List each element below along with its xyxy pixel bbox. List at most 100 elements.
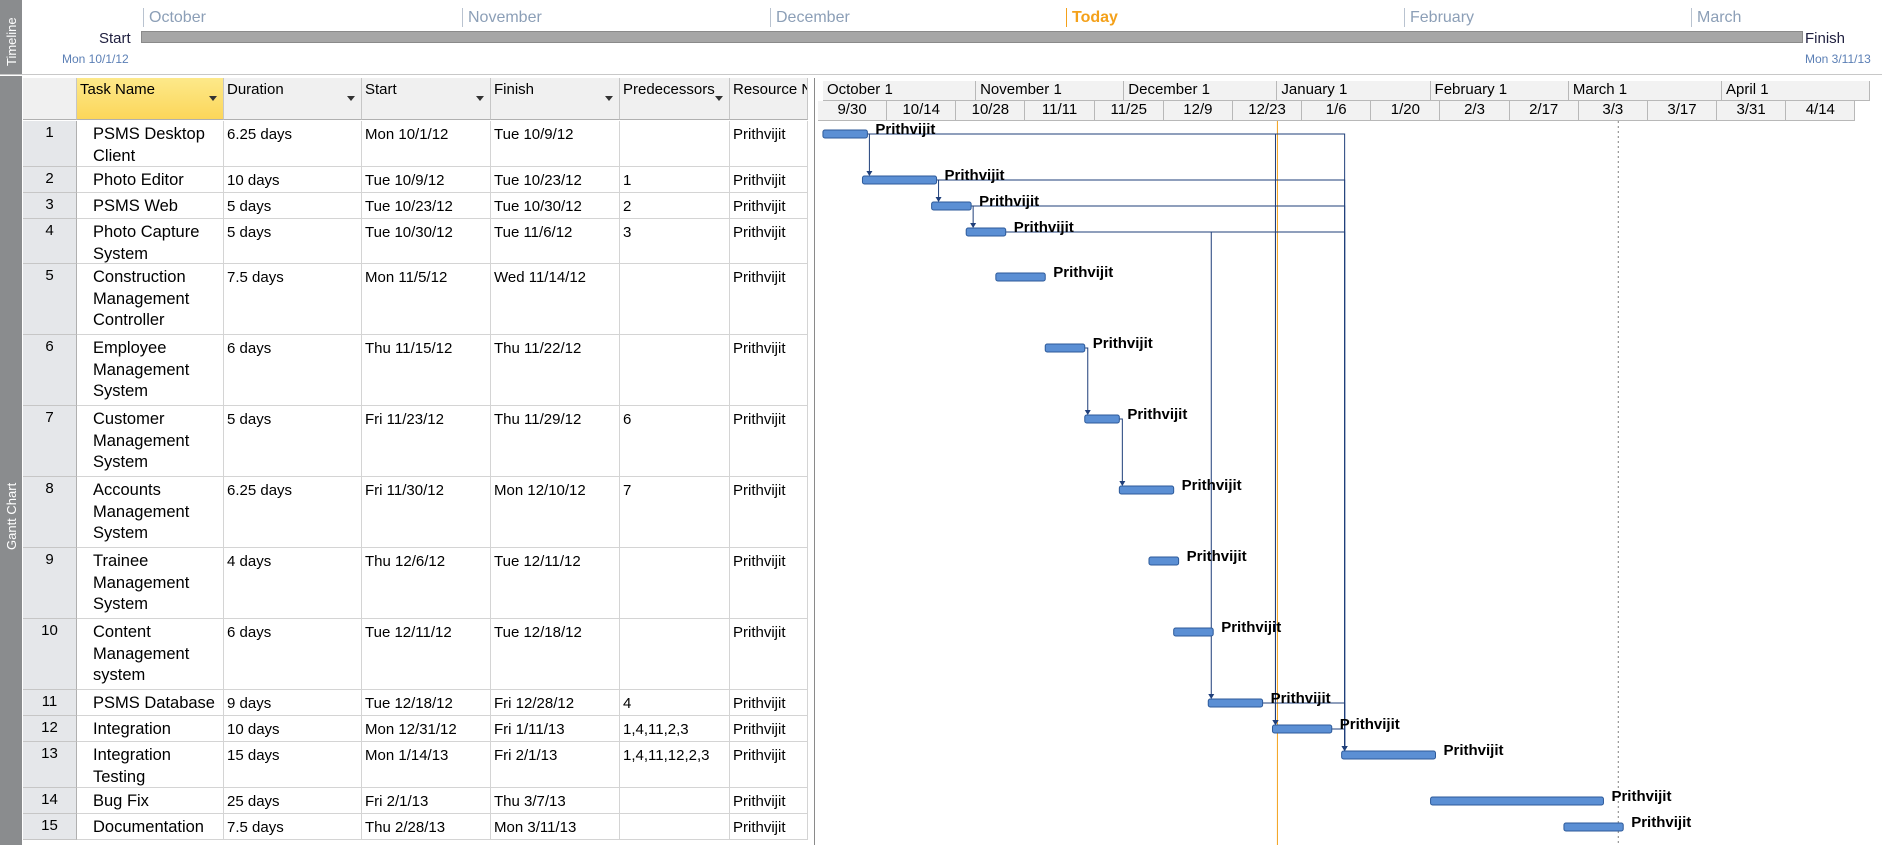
predecessors-cell[interactable]: 2 — [620, 193, 730, 219]
resource-cell[interactable]: Prithvijit — [730, 716, 808, 742]
task-bar[interactable] — [1118, 485, 1175, 495]
start-cell[interactable]: Tue 10/23/12 — [362, 193, 491, 219]
duration-cell[interactable]: 25 days — [224, 788, 362, 814]
finish-cell[interactable]: Tue 12/18/12 — [491, 619, 620, 690]
resource-cell[interactable]: Prithvijit — [730, 548, 808, 619]
column-header-predecessors[interactable]: Predecessors — [620, 78, 730, 120]
predecessors-cell[interactable] — [620, 264, 730, 335]
task-name-cell[interactable]: PSMS Desktop Client — [77, 121, 224, 167]
task-bar[interactable] — [1430, 796, 1604, 806]
row-number[interactable]: 15 — [23, 814, 77, 840]
row-number[interactable]: 6 — [23, 335, 77, 406]
resource-cell[interactable]: Prithvijit — [730, 193, 808, 219]
resource-cell[interactable]: Prithvijit — [730, 742, 808, 788]
task-bar[interactable] — [1341, 750, 1437, 760]
column-header-task-name[interactable]: Task Name — [77, 78, 224, 120]
duration-cell[interactable]: 4 days — [224, 548, 362, 619]
predecessors-cell[interactable] — [620, 335, 730, 406]
start-cell[interactable]: Fri 11/23/12 — [362, 406, 491, 477]
task-bar[interactable] — [861, 175, 938, 185]
finish-cell[interactable]: Wed 11/14/12 — [491, 264, 620, 335]
row-number[interactable]: 1 — [23, 121, 77, 167]
finish-cell[interactable]: Thu 11/29/12 — [491, 406, 620, 477]
task-bar[interactable] — [1207, 698, 1264, 708]
task-bar[interactable] — [965, 227, 1007, 237]
start-cell[interactable]: Tue 12/18/12 — [362, 690, 491, 716]
row-number[interactable]: 2 — [23, 167, 77, 193]
predecessors-cell[interactable]: 3 — [620, 219, 730, 264]
predecessors-cell[interactable]: 1,4,11,12,2,3 — [620, 742, 730, 788]
finish-cell[interactable]: Mon 3/11/13 — [491, 814, 620, 840]
task-bar[interactable] — [1173, 627, 1214, 637]
start-cell[interactable]: Fri 2/1/13 — [362, 788, 491, 814]
row-number[interactable]: 7 — [23, 406, 77, 477]
finish-cell[interactable]: Thu 11/22/12 — [491, 335, 620, 406]
start-cell[interactable]: Tue 12/11/12 — [362, 619, 491, 690]
column-header-duration[interactable]: Duration — [224, 78, 362, 120]
start-cell[interactable]: Thu 12/6/12 — [362, 548, 491, 619]
start-cell[interactable]: Mon 12/31/12 — [362, 716, 491, 742]
predecessors-cell[interactable] — [620, 121, 730, 167]
dropdown-arrow-icon[interactable] — [605, 96, 613, 101]
task-name-cell[interactable]: Customer Management System — [77, 406, 224, 477]
task-name-cell[interactable]: Trainee Management System — [77, 548, 224, 619]
resource-cell[interactable]: Prithvijit — [730, 406, 808, 477]
resource-cell[interactable]: Prithvijit — [730, 121, 808, 167]
task-bar[interactable] — [1084, 414, 1120, 424]
task-name-cell[interactable]: Bug Fix — [77, 788, 224, 814]
task-bar[interactable] — [995, 272, 1046, 282]
predecessors-cell[interactable] — [620, 548, 730, 619]
task-name-cell[interactable]: Integration — [77, 716, 224, 742]
duration-cell[interactable]: 6 days — [224, 335, 362, 406]
task-name-cell[interactable]: Integration Testing — [77, 742, 224, 788]
start-cell[interactable]: Tue 10/30/12 — [362, 219, 491, 264]
predecessors-cell[interactable]: 1 — [620, 167, 730, 193]
duration-cell[interactable]: 7.5 days — [224, 264, 362, 335]
finish-cell[interactable]: Tue 10/30/12 — [491, 193, 620, 219]
task-name-cell[interactable]: Content Management system — [77, 619, 224, 690]
predecessors-cell[interactable]: 7 — [620, 477, 730, 548]
row-number[interactable]: 8 — [23, 477, 77, 548]
duration-cell[interactable]: 5 days — [224, 219, 362, 264]
finish-cell[interactable]: Thu 3/7/13 — [491, 788, 620, 814]
dropdown-arrow-icon[interactable] — [347, 96, 355, 101]
duration-cell[interactable]: 5 days — [224, 193, 362, 219]
row-number[interactable]: 12 — [23, 716, 77, 742]
duration-cell[interactable]: 6.25 days — [224, 477, 362, 548]
select-all-corner[interactable] — [23, 78, 77, 120]
column-header-start[interactable]: Start — [362, 78, 491, 120]
duration-cell[interactable]: 9 days — [224, 690, 362, 716]
resource-cell[interactable]: Prithvijit — [730, 477, 808, 548]
predecessors-cell[interactable] — [620, 788, 730, 814]
resource-cell[interactable]: Prithvijit — [730, 814, 808, 840]
start-cell[interactable]: Thu 2/28/13 — [362, 814, 491, 840]
duration-cell[interactable]: 6 days — [224, 619, 362, 690]
row-number[interactable]: 13 — [23, 742, 77, 788]
row-number[interactable]: 14 — [23, 788, 77, 814]
start-cell[interactable]: Tue 10/9/12 — [362, 167, 491, 193]
task-name-cell[interactable]: PSMS Database — [77, 690, 224, 716]
finish-cell[interactable]: Tue 10/9/12 — [491, 121, 620, 167]
task-name-cell[interactable]: Accounts Management System — [77, 477, 224, 548]
task-name-cell[interactable]: Documentation — [77, 814, 224, 840]
start-cell[interactable]: Mon 1/14/13 — [362, 742, 491, 788]
task-bar[interactable] — [822, 129, 868, 139]
gantt-chart-side-tab[interactable]: Gantt Chart — [0, 76, 22, 845]
finish-cell[interactable]: Tue 10/23/12 — [491, 167, 620, 193]
task-name-cell[interactable]: Photo Capture System — [77, 219, 224, 264]
task-bar[interactable] — [1148, 556, 1180, 566]
task-name-cell[interactable]: Employee Management System — [77, 335, 224, 406]
start-cell[interactable]: Mon 10/1/12 — [362, 121, 491, 167]
task-name-cell[interactable]: PSMS Web Client — [77, 193, 224, 219]
finish-cell[interactable]: Mon 12/10/12 — [491, 477, 620, 548]
resource-cell[interactable]: Prithvijit — [730, 335, 808, 406]
row-number[interactable]: 3 — [23, 193, 77, 219]
duration-cell[interactable]: 6.25 days — [224, 121, 362, 167]
row-number[interactable]: 10 — [23, 619, 77, 690]
finish-cell[interactable]: Fri 2/1/13 — [491, 742, 620, 788]
column-header-resource-names[interactable]: Resource N — [730, 78, 808, 120]
timeline-bar[interactable] — [141, 31, 1803, 43]
row-number[interactable]: 9 — [23, 548, 77, 619]
